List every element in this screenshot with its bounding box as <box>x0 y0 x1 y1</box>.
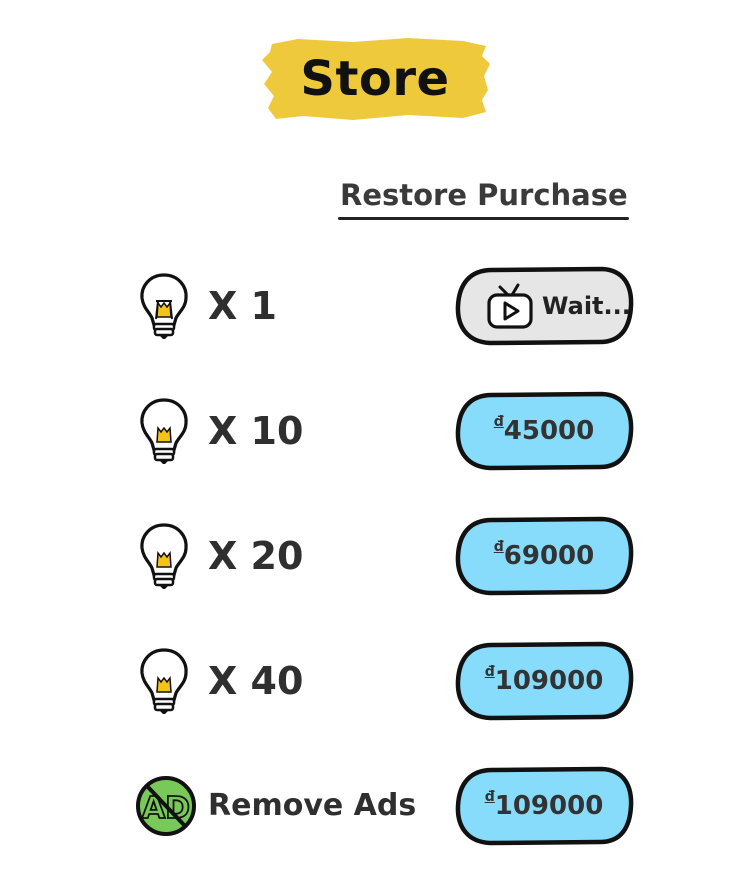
store-item-x40: X 40 đ109000 <box>134 636 644 726</box>
lightbulb-icon <box>134 396 198 466</box>
currency-symbol: đ <box>493 414 504 430</box>
item-quantity: X 40 <box>208 659 304 703</box>
no-ads-icon: AD <box>134 771 198 841</box>
price-label: đ69000 <box>452 514 636 598</box>
price-label: đ109000 <box>452 764 636 848</box>
store-item-remove-ads: AD Remove Ads đ109000 <box>134 761 644 851</box>
currency-symbol: đ <box>484 664 495 680</box>
remove-ads-button[interactable]: đ109000 <box>452 764 636 848</box>
buy-x10-button[interactable]: đ45000 <box>452 389 636 473</box>
restore-purchase-link[interactable]: Restore Purchase <box>340 178 628 212</box>
lightbulb-icon <box>134 521 198 591</box>
price-value: 69000 <box>503 541 595 571</box>
price-label: đ109000 <box>452 639 636 723</box>
item-quantity: X 20 <box>208 534 304 578</box>
buy-x40-button[interactable]: đ109000 <box>452 639 636 723</box>
restore-underline <box>338 217 629 220</box>
tv-play-icon <box>486 281 534 331</box>
item-quantity: X 10 <box>208 409 304 453</box>
price-value: 109000 <box>494 791 604 821</box>
lightbulb-icon <box>134 271 198 341</box>
store-item-x10: X 10 đ45000 <box>134 386 644 476</box>
button-shape <box>455 516 634 596</box>
currency-symbol: đ <box>484 789 495 805</box>
button-shape <box>455 766 634 846</box>
store-item-x20: X 20 đ69000 <box>134 511 644 601</box>
currency-symbol: đ <box>493 539 504 555</box>
page-title: Store <box>300 51 450 107</box>
lightbulb-icon <box>134 646 198 716</box>
item-quantity: X 1 <box>208 284 277 328</box>
watch-ad-button[interactable]: Wait... <box>452 264 636 348</box>
item-quantity: Remove Ads <box>208 788 417 823</box>
buy-x20-button[interactable]: đ69000 <box>452 514 636 598</box>
title-banner: Store <box>258 34 492 124</box>
brush-banner-shape <box>262 38 490 120</box>
wait-label: Wait... <box>542 292 631 320</box>
price-value: 109000 <box>494 666 604 696</box>
button-shape <box>455 391 634 471</box>
price-value: 45000 <box>503 416 595 446</box>
store-item-x1: X 1 Wait... <box>134 261 644 351</box>
button-shape <box>455 641 634 721</box>
price-label: đ45000 <box>452 389 636 473</box>
